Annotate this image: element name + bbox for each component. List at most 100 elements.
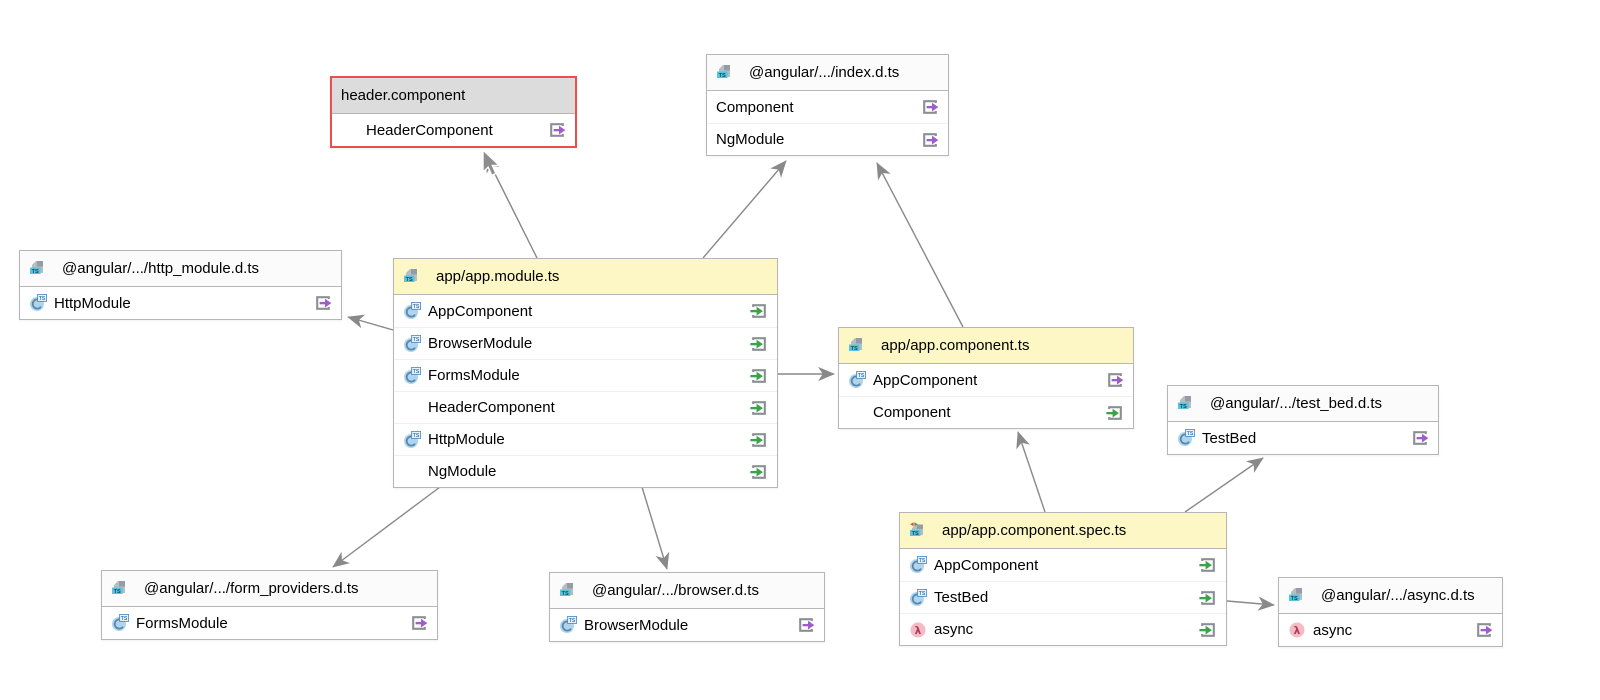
symbol-row[interactable]: NgModule [707, 123, 948, 155]
node-title: @angular/.../browser.d.ts [592, 582, 759, 599]
node-title: @angular/.../async.d.ts [1321, 587, 1475, 604]
edge-module-to-index-dts [702, 160, 787, 259]
symbol-row[interactable]: BrowserModule [550, 609, 824, 641]
import-icon[interactable] [750, 463, 768, 481]
export-icon[interactable] [797, 616, 815, 634]
node-header[interactable]: @angular/.../test_bed.d.ts [1168, 386, 1438, 422]
export-icon[interactable] [921, 131, 939, 149]
node-header[interactable]: @angular/.../form_providers.d.ts [102, 571, 437, 607]
typescript-test-file-icon [909, 522, 927, 540]
symbol-row[interactable]: AppComponent [900, 549, 1226, 581]
typescript-file-icon [1177, 395, 1195, 413]
class-icon [1177, 429, 1195, 447]
symbol-row[interactable]: HeaderComponent [332, 114, 575, 146]
symbol-row[interactable]: AppComponent [839, 364, 1133, 396]
export-icon[interactable] [1475, 621, 1493, 639]
symbol-row[interactable]: async [900, 613, 1226, 645]
edge-spec-to-component [1016, 431, 1046, 513]
class-icon [848, 371, 866, 389]
node-title: @angular/.../http_module.d.ts [62, 260, 260, 277]
node-app-component-spec[interactable]: app/app.component.spec.ts AppComponent T… [899, 512, 1227, 646]
node-test-bed-dts[interactable]: @angular/.../test_bed.d.ts TestBed [1167, 385, 1439, 455]
node-header[interactable]: @angular/.../async.d.ts [1279, 578, 1502, 614]
symbol-label: FormsModule [428, 367, 520, 384]
class-icon [559, 616, 577, 634]
symbol-label: AppComponent [873, 371, 978, 389]
symbol-label: HttpModule [54, 294, 131, 312]
export-icon[interactable] [314, 294, 332, 312]
symbol-row[interactable]: TestBed [900, 581, 1226, 613]
node-index-dts[interactable]: @angular/.../index.d.ts Component NgModu… [706, 54, 949, 156]
node-http-module-dts[interactable]: @angular/.../http_module.d.ts HttpModule [19, 250, 342, 320]
symbol-label: HttpModule [428, 431, 505, 448]
typescript-file-icon [559, 582, 577, 600]
node-header[interactable]: @angular/.../index.d.ts [707, 55, 948, 91]
import-icon[interactable] [1199, 556, 1217, 574]
node-header-component[interactable]: header.component HeaderComponent [330, 76, 577, 148]
class-icon [29, 294, 47, 312]
symbol-row[interactable]: Component [707, 91, 948, 123]
import-icon[interactable] [1106, 404, 1124, 422]
symbol-label: Component [716, 98, 794, 116]
symbol-row[interactable]: HeaderComponent [394, 391, 777, 423]
symbol-row[interactable]: TestBed [1168, 422, 1438, 454]
import-icon[interactable] [750, 335, 768, 353]
export-icon[interactable] [1411, 429, 1429, 447]
import-icon[interactable] [1199, 621, 1217, 639]
import-icon[interactable] [750, 367, 768, 385]
import-icon[interactable] [750, 431, 768, 449]
node-form-providers-dts[interactable]: @angular/.../form_providers.d.ts FormsMo… [101, 570, 438, 640]
node-async-dts[interactable]: @angular/.../async.d.ts async [1278, 577, 1503, 647]
symbol-label: AppComponent [934, 556, 1039, 574]
export-icon[interactable] [1106, 371, 1124, 389]
node-header[interactable]: app/app.component.ts [839, 328, 1133, 364]
symbol-label: AppComponent [428, 302, 533, 320]
export-icon[interactable] [548, 121, 566, 139]
symbol-row[interactable]: NgModule [394, 455, 777, 487]
symbol-row[interactable]: HttpModule [20, 287, 341, 319]
symbol-row[interactable]: FormsModule [102, 607, 437, 639]
class-icon [403, 302, 421, 320]
symbol-row[interactable]: BrowserModule [394, 327, 777, 359]
typescript-file-icon [1288, 587, 1306, 605]
symbol-row[interactable]: async [1279, 614, 1502, 646]
class-icon [909, 589, 927, 607]
node-title: app/app.component.ts [881, 337, 1030, 354]
typescript-file-icon [716, 64, 734, 82]
node-browser-dts[interactable]: @angular/.../browser.d.ts BrowserModule [549, 572, 825, 642]
edge-module-to-form-providers-dts [332, 486, 441, 568]
typescript-file-icon [29, 260, 47, 278]
node-header[interactable]: header.component [332, 78, 575, 114]
class-icon [403, 335, 421, 353]
symbol-label: FormsModule [136, 614, 228, 632]
class-icon [403, 431, 421, 449]
import-icon[interactable] [750, 399, 768, 417]
symbol-row[interactable]: Component [839, 396, 1133, 428]
edge-spec-to-async-dts [1226, 596, 1275, 611]
node-header[interactable]: @angular/.../http_module.d.ts [20, 251, 341, 287]
node-app-component[interactable]: app/app.component.ts AppComponent Compon… [838, 327, 1134, 429]
symbol-label: async [934, 621, 974, 638]
symbol-label: NgModule [716, 131, 785, 148]
node-title: @angular/.../index.d.ts [749, 64, 900, 81]
symbol-row[interactable]: FormsModule [394, 359, 777, 391]
symbol-label: TestBed [934, 589, 989, 606]
symbol-row[interactable]: HttpModule [394, 423, 777, 455]
import-icon[interactable] [1199, 589, 1217, 607]
node-app-module[interactable]: app/app.module.ts AppComponent BrowserMo… [393, 258, 778, 488]
export-icon[interactable] [410, 614, 428, 632]
node-header[interactable]: app/app.module.ts [394, 259, 777, 295]
symbol-label: NgModule [428, 463, 497, 480]
import-icon[interactable] [750, 302, 768, 320]
edge-module-to-browser-dts [641, 486, 670, 570]
symbol-label: HeaderComponent [428, 399, 555, 416]
export-icon[interactable] [921, 98, 939, 116]
typescript-file-icon [403, 268, 421, 286]
symbol-row[interactable]: AppComponent [394, 295, 777, 327]
edge-module-to-header-component [485, 155, 538, 259]
node-title: app/app.module.ts [436, 268, 560, 285]
node-header[interactable]: @angular/.../browser.d.ts [550, 573, 824, 609]
node-header[interactable]: app/app.component.spec.ts [900, 513, 1226, 549]
symbol-label: TestBed [1202, 429, 1257, 447]
